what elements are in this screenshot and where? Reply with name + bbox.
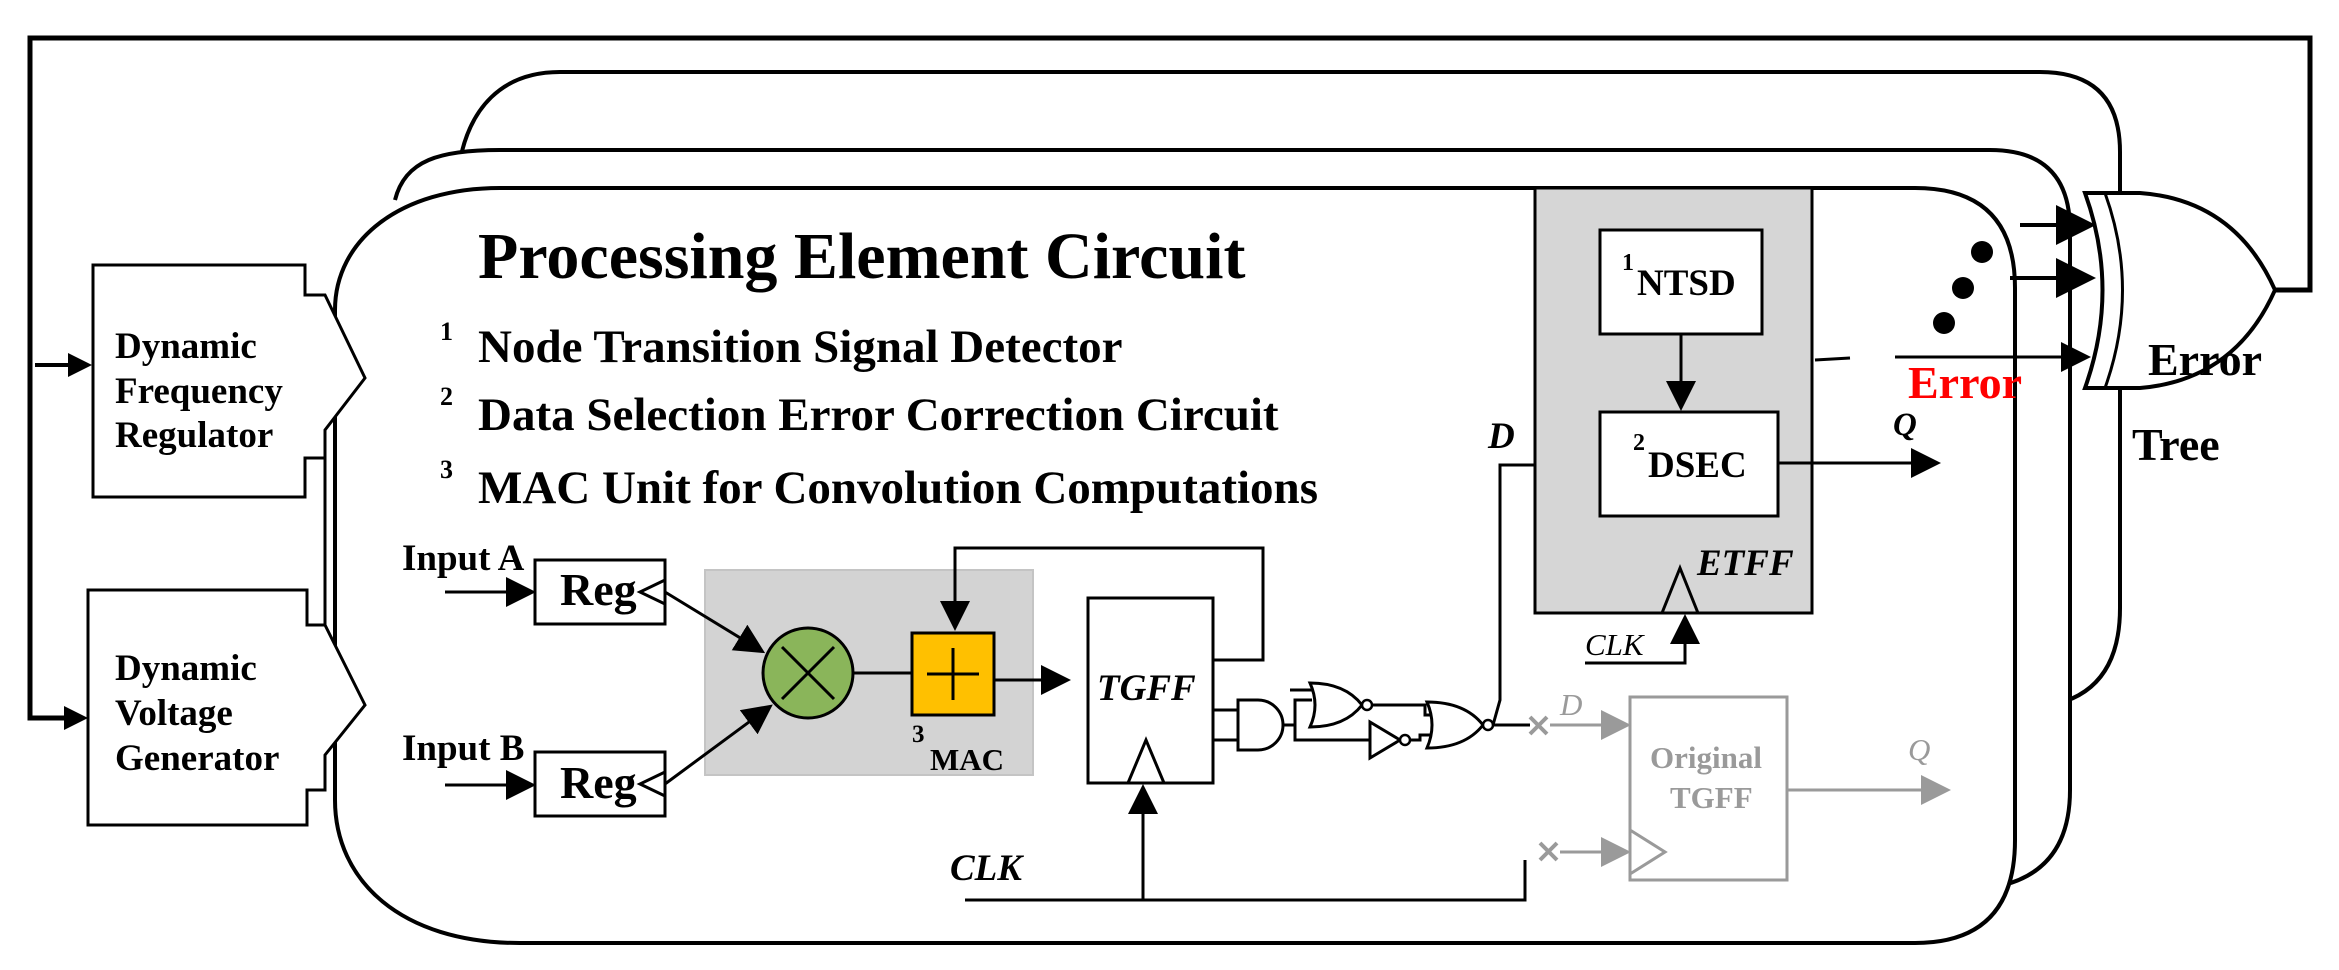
input-arrowhead-dfr (68, 353, 92, 377)
reg-a-label: Reg (560, 564, 637, 615)
gate-wire-e (1410, 733, 1430, 742)
etff-clock-triangle-icon (1660, 563, 1700, 614)
legend-num-2: 2 (440, 382, 453, 411)
nor-gate-icon (1307, 681, 1364, 729)
gate-wire-a (1283, 698, 1312, 727)
legend-num-1: 1 (440, 317, 453, 346)
or-gate-icon (2082, 191, 2278, 390)
tgff-label: TGFF (1097, 668, 1196, 709)
inverter-icon (1368, 719, 1403, 761)
ntsd-block (1598, 228, 1764, 336)
ntsd-label: NTSD (1637, 263, 1736, 304)
reg-b-label: Reg (560, 757, 637, 808)
input-b-label: Input B (402, 728, 524, 769)
etff-label: ETFF (1696, 543, 1794, 584)
dsec-label: DSEC (1648, 445, 1747, 486)
dfr-label-line1: Dynamic (115, 326, 257, 367)
original-tgff-line2: TGFF (1670, 780, 1753, 815)
etff-clk-label: CLK (1585, 627, 1646, 662)
error-signal-label: Error (1908, 357, 2022, 408)
reg-a-to-mult-wire (664, 590, 766, 654)
reg-a-clock-mark (636, 578, 666, 606)
legend-text-1: Node Transition Signal Detector (478, 321, 1122, 373)
gate-wire-c (1293, 725, 1370, 742)
ellipsis-dot-1 (1971, 241, 1993, 263)
multiplier-icon (761, 626, 855, 720)
nor-gate-2-icon (1424, 700, 1485, 750)
inverter-bubble (1398, 733, 1412, 747)
nor-gate-bubble (1360, 698, 1374, 712)
ellipsis-dot-3 (1933, 312, 1955, 334)
legend-num-3: 3 (440, 455, 453, 484)
error-tree-label-line1: Error (2148, 334, 2262, 385)
input-a-label: Input A (402, 538, 525, 579)
original-q-label: Q (1908, 732, 1930, 767)
reg-b-to-mult-wire (664, 704, 773, 786)
cross-mark-icon-2 (1538, 841, 1559, 862)
dvg-label-line2: Voltage (115, 693, 233, 734)
dvg-label-line1: Dynamic (115, 648, 257, 689)
q-signal-label: Q (1893, 407, 1917, 443)
original-clock-triangle-icon (1629, 828, 1668, 876)
dsec-superscript: 2 (1633, 430, 1645, 456)
adder-icon (910, 631, 996, 717)
main-clk-wire (965, 860, 1527, 902)
main-clk-label: CLK (950, 848, 1024, 889)
mac-label: MAC (930, 742, 1004, 777)
ntsd-superscript: 1 (1622, 250, 1634, 276)
or-gate-inner-curve (2103, 192, 2124, 389)
error-wire-1 (1814, 356, 1851, 362)
mac-superscript: 3 (912, 721, 925, 748)
page-title: Processing Element Circuit (478, 220, 1245, 293)
dfr-label-line3: Regulator (115, 415, 273, 456)
cross-mark-icon (1528, 715, 1549, 736)
etff-clk-wire (1585, 614, 1700, 665)
reg-b-clock-mark (636, 770, 666, 798)
clock-triangle-icon (1126, 736, 1166, 784)
nor-gate-2-bubble (1481, 718, 1495, 732)
original-d-label: D (1559, 687, 1582, 722)
feedback-loop-wire (27, 35, 2313, 721)
dvg-label-line3: Generator (115, 738, 279, 779)
legend-text-3: MAC Unit for Convolution Computations (478, 462, 1318, 514)
nand-gate-icon (1236, 698, 1285, 752)
legend-text-2: Data Selection Error Correction Circuit (478, 389, 1279, 441)
d-signal-label: D (1487, 416, 1515, 457)
tgff-feedback-wire (940, 546, 1265, 662)
dsec-block (1598, 410, 1780, 518)
original-tgff-line1: Original (1650, 740, 1762, 775)
feedback-arrowhead-dvg (64, 706, 88, 730)
dfr-label-line2: Frequency (115, 371, 283, 412)
original-tgff-block (1628, 695, 1789, 882)
gate-wire-d (1372, 703, 1430, 717)
dvg-block (86, 588, 367, 827)
error-tree-label-line2: Tree (2132, 419, 2220, 470)
ellipsis-dot-2 (1952, 277, 1974, 299)
